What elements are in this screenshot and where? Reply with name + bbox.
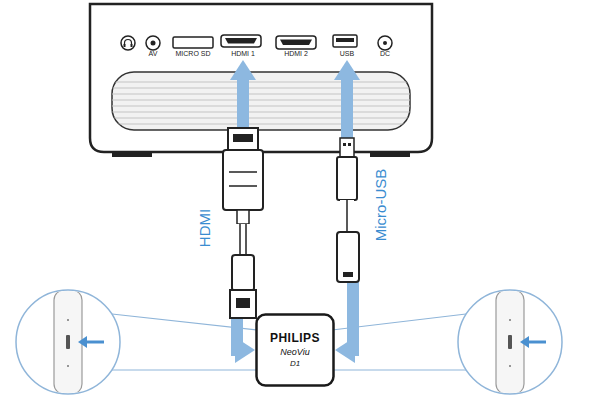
illustration-part xyxy=(239,224,241,257)
illustration-part xyxy=(67,319,69,321)
dc-jack xyxy=(378,36,392,50)
illustration-part xyxy=(236,298,250,308)
illustration-part xyxy=(520,336,529,348)
illustration-part xyxy=(146,36,160,50)
port-label: DC xyxy=(380,49,390,58)
port-label: MICRO SD xyxy=(176,49,211,58)
illustration-part xyxy=(54,290,82,394)
port-slot: USB xyxy=(329,34,365,60)
adapter-texts: PHILIPSNeoViuD1 xyxy=(255,313,335,387)
brand-name: PHILIPS xyxy=(270,331,320,346)
usb-port-tongue xyxy=(336,38,354,42)
hdmi-port-shape xyxy=(219,34,263,48)
illustration-part xyxy=(378,36,392,50)
illustration-part xyxy=(124,44,126,47)
speaker-grille xyxy=(112,72,410,130)
projector-housing xyxy=(90,4,432,152)
illustration-part xyxy=(112,100,410,101)
illustration-part xyxy=(348,143,351,146)
hdmi2-port xyxy=(276,36,316,49)
illustration-part xyxy=(131,44,133,47)
port-slot: HDMI 1 xyxy=(219,34,267,60)
projector-foot xyxy=(370,152,410,157)
illustration-part xyxy=(337,232,359,282)
adapter-box: PHILIPSNeoViuD1 xyxy=(255,313,335,387)
illustration-part xyxy=(343,143,346,146)
illustration-part xyxy=(496,290,524,394)
illustration-part xyxy=(121,36,135,50)
illustration-part xyxy=(112,88,410,89)
illustration-part xyxy=(233,134,253,142)
illustration-part xyxy=(332,369,466,370)
port-label: AV xyxy=(149,49,158,58)
hdmi-port-contacts xyxy=(225,38,257,44)
illustration-part xyxy=(230,290,256,318)
illustration-part xyxy=(276,36,316,49)
illustration-part xyxy=(229,185,257,187)
illustration-part xyxy=(112,112,410,113)
illustration-part xyxy=(54,290,82,394)
illustration-part xyxy=(229,171,257,173)
illustration-part xyxy=(383,41,387,45)
illustration-part xyxy=(112,369,258,370)
illustration-part xyxy=(509,365,511,367)
grille-lines xyxy=(112,82,410,124)
port-label: HDMI 2 xyxy=(284,49,308,58)
illustration-part xyxy=(228,128,258,152)
illustration-part xyxy=(223,150,263,210)
illustration-part xyxy=(245,224,247,257)
illustration-part xyxy=(340,138,354,158)
illustration-part xyxy=(496,290,524,394)
detail-circle-right xyxy=(458,290,562,394)
illustration-part xyxy=(16,290,120,394)
illustration-part xyxy=(78,336,87,348)
illustration-part xyxy=(151,41,156,46)
adapter-body xyxy=(257,315,334,386)
illustration-part xyxy=(458,290,562,394)
usb-cable xyxy=(337,138,359,282)
illustration-part xyxy=(346,200,348,234)
illustration-part xyxy=(237,210,249,224)
hdmi-cable xyxy=(223,128,263,318)
illustration-part xyxy=(232,255,254,291)
model-name: NeoViu xyxy=(280,346,309,358)
usb-port-shape xyxy=(329,34,361,48)
port-name: HDMI 1 xyxy=(219,49,267,60)
illustration-part xyxy=(337,157,357,200)
cable-label: HDMI xyxy=(196,209,214,247)
illustration-part xyxy=(112,94,410,95)
detail-circle-left xyxy=(16,290,120,394)
illustration-part xyxy=(343,272,353,277)
hdmi-port-outline xyxy=(221,35,261,47)
headphone-jack xyxy=(121,36,135,50)
illustration-part xyxy=(67,365,69,367)
usb-port-outline xyxy=(333,35,357,47)
illustration-part xyxy=(340,200,354,234)
projector-foot xyxy=(112,152,152,157)
illustration-part xyxy=(66,335,70,349)
illustration-part xyxy=(125,40,132,45)
cable-label: Micro-USB xyxy=(372,169,390,242)
illustration-part xyxy=(112,118,410,119)
illustration-part xyxy=(112,124,410,125)
illustration-part xyxy=(280,40,312,46)
model-number: D1 xyxy=(290,358,300,369)
illustration-part xyxy=(112,82,410,83)
illustration-part xyxy=(112,106,410,107)
illustration-part xyxy=(509,319,511,321)
av-jack xyxy=(146,36,160,50)
port-name: USB xyxy=(329,49,365,60)
illustration-part xyxy=(235,224,251,257)
microsd-slot xyxy=(173,37,213,48)
illustration-part xyxy=(508,335,512,349)
